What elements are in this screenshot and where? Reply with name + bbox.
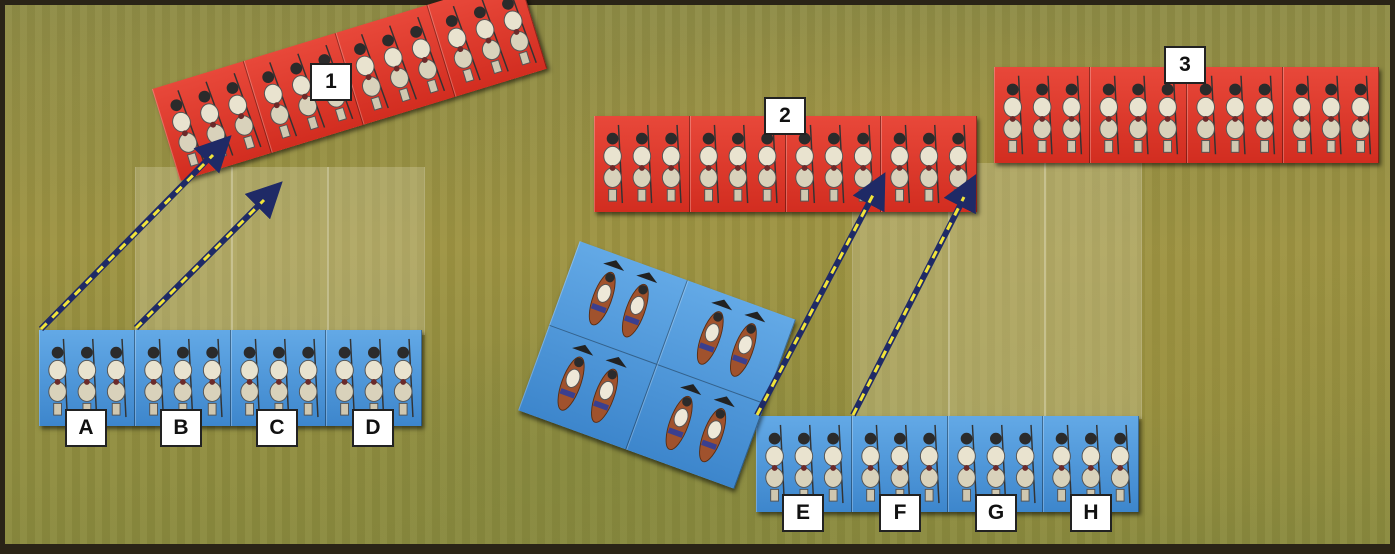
unit-block bbox=[594, 116, 690, 212]
unit-block bbox=[994, 67, 1090, 163]
zone-a bbox=[135, 167, 233, 335]
zone-c bbox=[327, 167, 425, 335]
label-red-2: 2 bbox=[764, 97, 806, 135]
unit-block bbox=[881, 116, 977, 212]
zone-b bbox=[231, 167, 329, 335]
label-red-3: 3 bbox=[1164, 46, 1206, 84]
label-blue-g: G bbox=[975, 494, 1017, 532]
unit-block bbox=[1283, 67, 1379, 163]
label-blue-d: D bbox=[352, 409, 394, 447]
label-blue-h: H bbox=[1070, 494, 1112, 532]
label-blue-f: F bbox=[879, 494, 921, 532]
label-blue-c: C bbox=[256, 409, 298, 447]
label-blue-a: A bbox=[65, 409, 107, 447]
label-red-1: 1 bbox=[310, 63, 352, 101]
infantry-figure-icon bbox=[882, 116, 976, 212]
label-blue-e: E bbox=[782, 494, 824, 532]
blue-cavalry-unit[interactable] bbox=[518, 241, 796, 489]
infantry-figure-icon bbox=[1284, 67, 1378, 163]
infantry-figure-icon bbox=[595, 116, 689, 212]
zone-h bbox=[1044, 163, 1142, 419]
infantry-figure-icon bbox=[995, 67, 1089, 163]
label-blue-b: B bbox=[160, 409, 202, 447]
